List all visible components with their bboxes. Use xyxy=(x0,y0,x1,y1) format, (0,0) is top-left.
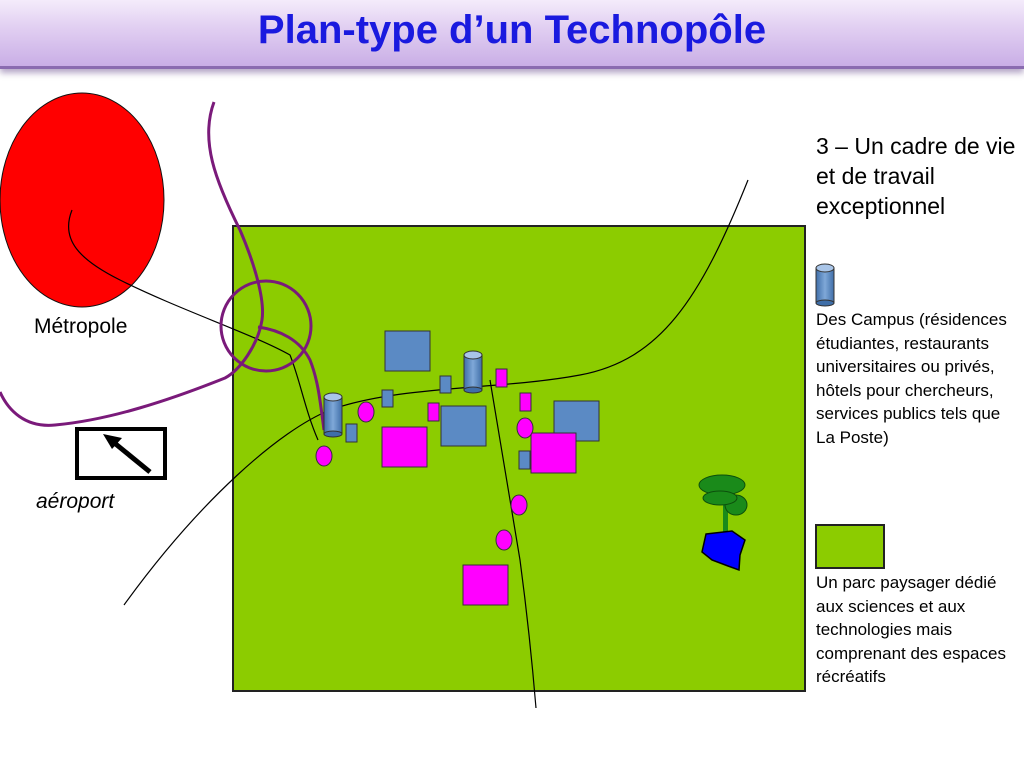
building xyxy=(440,405,487,447)
magenta-building xyxy=(462,564,509,606)
station xyxy=(510,494,528,516)
campus-cylinder-icon xyxy=(323,392,343,438)
road-line xyxy=(67,209,319,441)
page-title: Plan-type d’un Technopôle xyxy=(257,8,767,52)
magenta-building xyxy=(495,368,508,388)
building xyxy=(518,450,531,470)
campus-cylinder-icon xyxy=(463,350,483,394)
airport-box xyxy=(75,427,167,480)
magenta-building xyxy=(519,392,532,412)
station xyxy=(315,445,333,467)
tree-icon xyxy=(698,474,748,536)
river-line xyxy=(0,101,265,427)
legend-heading: 3 – Un cadre de vie et de travail except… xyxy=(816,133,1016,219)
magenta-building xyxy=(427,402,440,422)
magenta-building xyxy=(381,426,428,468)
building xyxy=(345,423,358,443)
junction-circle xyxy=(219,279,313,373)
metropole-label: Métropole xyxy=(34,315,128,338)
airport-arrow-icon xyxy=(103,434,152,474)
river-line xyxy=(257,325,326,431)
park-legend-text: Un parc paysager dédié aux sciences et a… xyxy=(816,573,1006,686)
building xyxy=(384,330,431,372)
title-bar: Plan-type d’un Technopôle xyxy=(0,0,1024,69)
park-legend-swatch xyxy=(815,524,885,569)
road-line xyxy=(489,379,537,709)
station xyxy=(357,401,375,423)
magenta-building xyxy=(530,432,577,474)
building xyxy=(381,389,394,408)
campus-legend-text: Des Campus (résidences étudiantes, resta… xyxy=(816,310,1007,447)
airport-label: aéroport xyxy=(36,490,115,513)
station xyxy=(495,529,513,551)
lake-icon xyxy=(701,530,746,572)
building xyxy=(439,375,452,394)
campus-cylinder-icon xyxy=(815,263,835,307)
metropole-ellipse xyxy=(0,92,165,308)
station xyxy=(516,417,534,439)
